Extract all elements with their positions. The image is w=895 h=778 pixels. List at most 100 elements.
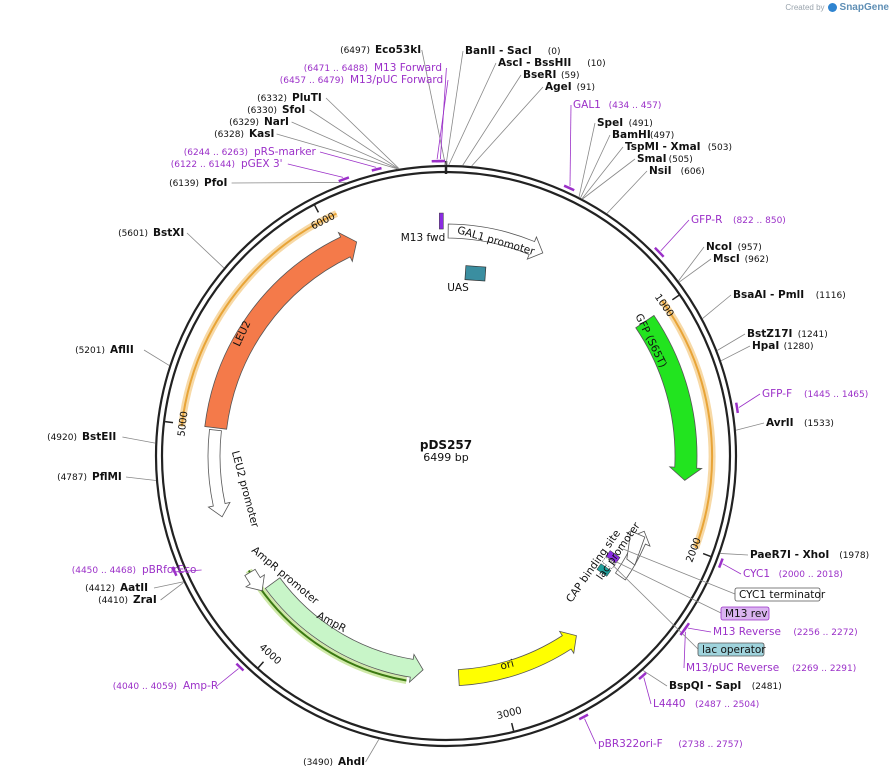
site-leader-line <box>578 122 596 198</box>
tick-label: 3000 <box>496 705 523 722</box>
site-position: (1241) <box>798 330 828 340</box>
site-name: PfoI <box>204 177 227 189</box>
site-name: KasI <box>249 128 274 140</box>
tick-mark <box>671 294 680 301</box>
site-leader-line <box>678 246 705 282</box>
lac-operator-box-text: lac operator <box>702 644 766 656</box>
feature-cap-mark <box>596 563 612 577</box>
credit-brand: SnapGene <box>839 2 889 13</box>
tick-label: 5000 <box>176 411 190 438</box>
site-position: (5601) <box>118 229 148 239</box>
site-leader-line <box>122 436 156 444</box>
primer-leader-line <box>660 219 690 252</box>
site-name: AhdI <box>338 756 365 768</box>
site-position: (10) <box>587 59 605 69</box>
site-leader-line <box>325 97 400 170</box>
site-leader-line <box>581 146 624 199</box>
site-name: MscI <box>713 253 740 265</box>
site-leader-line <box>702 294 732 319</box>
orf-highlights <box>178 210 716 684</box>
feature-gal1-promoter <box>447 223 544 260</box>
feature-label-leu2-promoter: LEU2 promoter <box>229 450 261 530</box>
CYC1-terminator-box-text: CYC1 terminator <box>739 589 826 601</box>
site-position: (962) <box>745 255 769 265</box>
site-leader-line <box>716 333 746 351</box>
credit-prefix: Created by <box>785 3 825 12</box>
site-name: BseRI <box>523 69 556 81</box>
primer-name: pGEX 3' <box>241 158 283 170</box>
snapgene-logo-icon <box>827 3 837 12</box>
primer-mark-gal1 <box>563 184 575 192</box>
primer-name: L4440 <box>653 698 686 710</box>
primer-leader-line <box>687 627 712 633</box>
primer-leader-line <box>738 393 761 408</box>
site-position: (4410) <box>98 596 128 606</box>
tick-mark <box>314 204 320 213</box>
primer-range: (822 .. 850) <box>733 216 786 226</box>
feature-ampr-promoter <box>244 568 265 592</box>
feature-label-m13-fwd: M13 fwd <box>401 232 446 244</box>
feature-lac-operator-mark <box>605 550 621 564</box>
primer-name: CYC1 <box>743 568 770 580</box>
site-name: PaeR7I - XhoI <box>750 549 829 561</box>
plasmid-name: pDS257 <box>420 438 472 452</box>
primer-name: M13/pUC Reverse <box>686 662 779 674</box>
CYC1-terminator-box <box>734 587 821 602</box>
primer-range: (6244 .. 6263) <box>184 148 248 158</box>
primer-range: (1445 .. 1465) <box>804 390 868 400</box>
site-position: (491) <box>629 119 653 129</box>
tick-label: 6000 <box>309 211 337 233</box>
site-name: TspMI - XmaI <box>625 141 701 153</box>
primer-name: GFP-F <box>762 388 792 400</box>
tick-mark <box>257 661 265 669</box>
site-name: PflMI <box>92 471 122 483</box>
primer-name: M13/pUC Forward <box>350 74 443 86</box>
primer-range: (4450 .. 4468) <box>72 566 136 576</box>
lac-operator-box-leader <box>612 565 699 650</box>
site-position: (1116) <box>816 291 846 301</box>
primer-range: (2269 .. 2291) <box>792 664 856 674</box>
site-leader-line <box>276 133 399 170</box>
primer-name: pRS-marker <box>254 146 317 158</box>
site-position: (5201) <box>75 346 105 356</box>
primer-range: (2000 .. 2018) <box>779 570 843 580</box>
leader-lines <box>122 49 765 763</box>
site-position: (6329) <box>229 118 259 128</box>
site-position: (1533) <box>804 419 834 429</box>
site-leader-line <box>160 581 185 601</box>
site-name: BanII - SacI <box>465 45 532 57</box>
site-name: SmaI <box>637 153 667 165</box>
feature-uas <box>464 265 487 282</box>
site-position: (6330) <box>247 106 277 116</box>
tick-mark <box>510 722 515 731</box>
site-leader-line <box>679 258 712 283</box>
primer-leader-line <box>172 569 202 573</box>
site-position: (4920) <box>47 433 77 443</box>
site-position: (2481) <box>752 682 782 692</box>
site-position: (3490) <box>303 758 333 768</box>
primer-mark-pgex-3 <box>338 176 350 183</box>
site-name: Eco53kI <box>375 44 421 56</box>
site-leader-line <box>471 86 544 167</box>
site-name: BstZ17I <box>747 328 792 340</box>
site-position: (503) <box>708 143 732 153</box>
site-name: BspQI - SapI <box>669 680 741 692</box>
site-leader-line <box>291 121 399 170</box>
site-name: AscI - BssHII <box>498 57 571 69</box>
site-leader-line <box>720 553 749 556</box>
tick-mark <box>164 420 174 424</box>
feature-label-ori: ori <box>499 658 515 673</box>
m13-rev-box <box>720 606 770 621</box>
primer-leader-line <box>722 563 742 575</box>
primer-mark-pbr322ori-f <box>578 713 589 721</box>
site-position: (6497) <box>340 46 370 56</box>
primer-mark-cyc1 <box>717 558 724 569</box>
site-name: NsiI <box>649 165 672 177</box>
site-name: BstEII <box>82 431 116 443</box>
primer-name: GFP-R <box>691 214 722 226</box>
feature-ampr <box>264 577 424 684</box>
site-leader-line <box>735 422 765 431</box>
feature-leu2 <box>204 231 358 430</box>
snapgene-credit: Created by SnapGene <box>785 2 889 13</box>
